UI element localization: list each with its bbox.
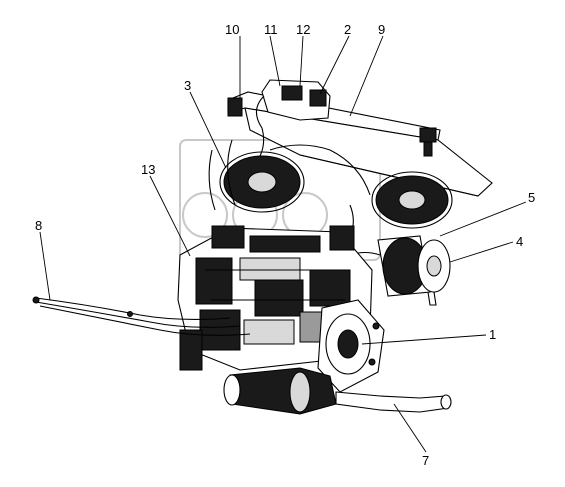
callout-11: 11 [264, 22, 278, 37]
callout-7: 7 [422, 453, 429, 468]
callout-2: 2 [344, 22, 351, 37]
cooling-fan-right [371, 171, 453, 229]
leader-lines [39, 35, 527, 453]
callout-labels: 10 11 12 2 9 3 13 8 5 4 1 7 [35, 22, 535, 468]
flywheel-housing [317, 299, 385, 393]
callout-8: 8 [35, 218, 42, 233]
callout-5: 5 [528, 190, 535, 205]
air-filter [349, 235, 451, 306]
callout-4: 4 [516, 234, 523, 249]
cooling-fan-left [219, 151, 305, 213]
wiring-harness [32, 296, 251, 336]
exhaust-muffler [223, 367, 452, 415]
callout-1: 1 [489, 327, 496, 342]
callout-10: 10 [225, 22, 239, 37]
callout-3: 3 [184, 78, 191, 93]
expansion-tank [251, 79, 331, 169]
callout-9: 9 [378, 22, 385, 37]
callout-13: 13 [141, 162, 155, 177]
callout-12: 12 [296, 22, 310, 37]
